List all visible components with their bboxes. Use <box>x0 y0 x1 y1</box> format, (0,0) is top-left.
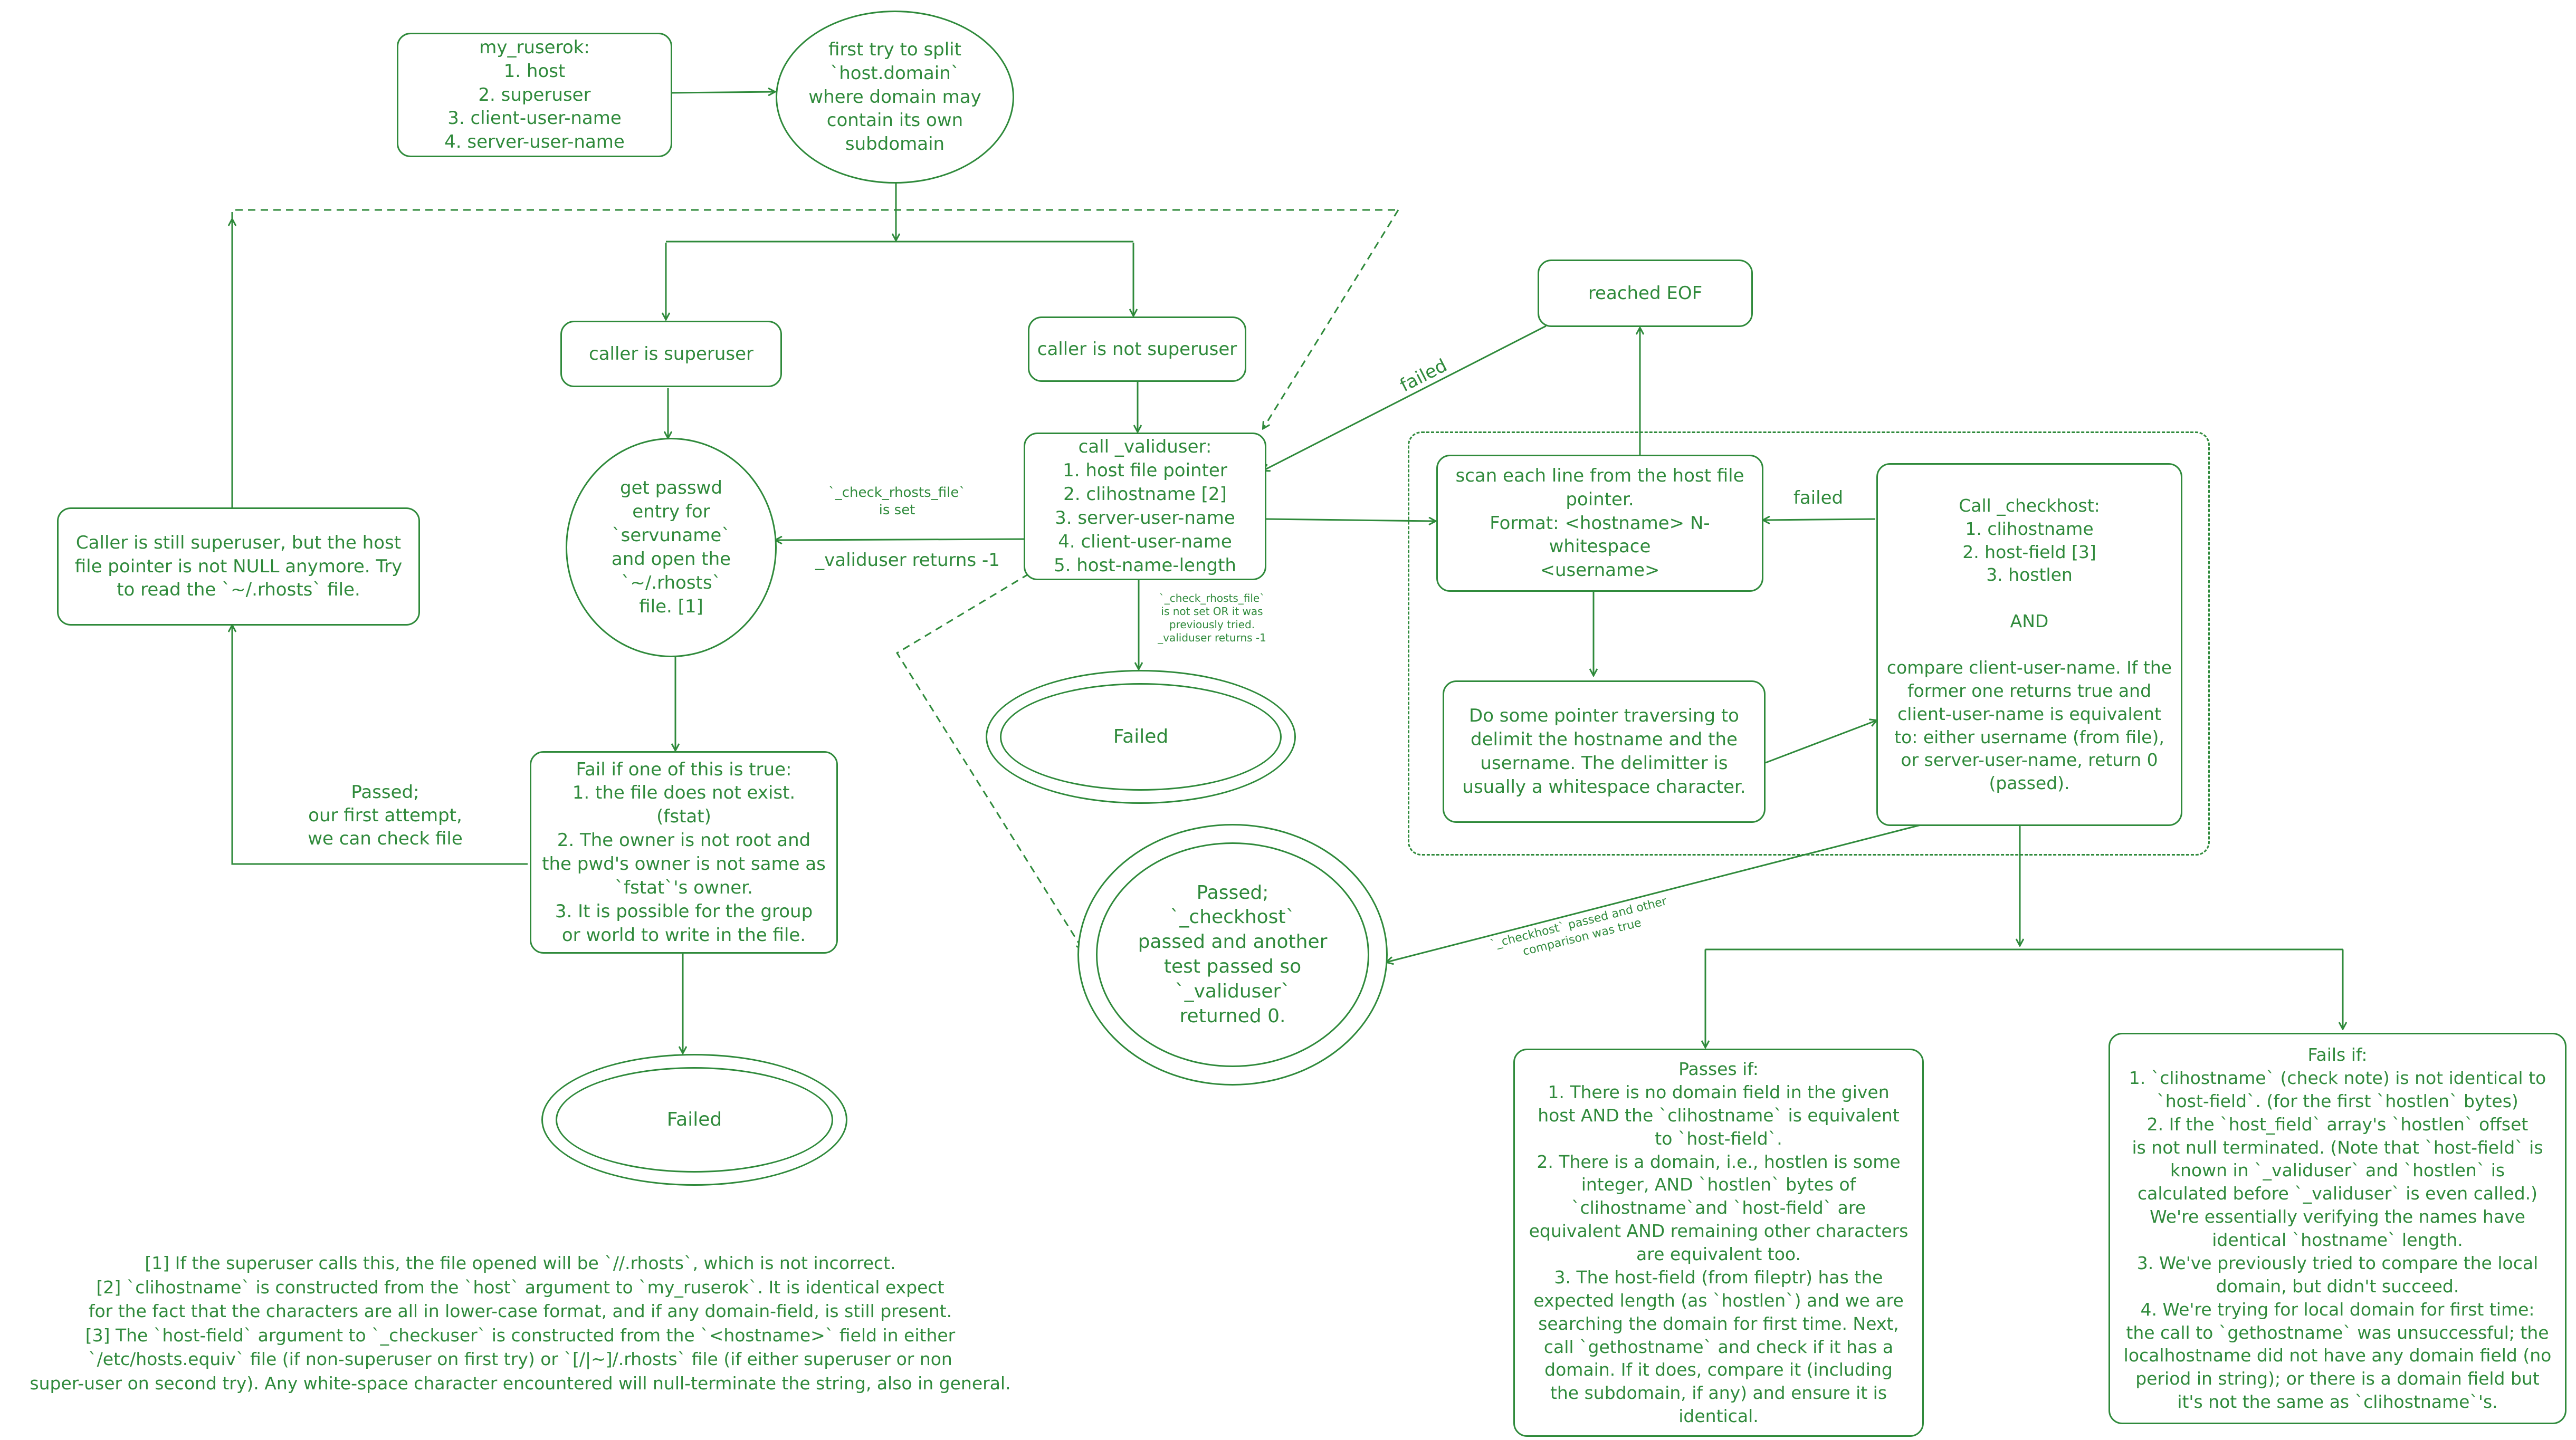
label-check-rhosts-set: `_check_rhosts_file` is set <box>828 485 966 518</box>
pointer-traverse-text: Do some pointer traversing to delimit th… <box>1462 705 1746 798</box>
dashed-loop-top <box>231 209 1398 219</box>
my-ruserok-node: my_ruserok: 1. host 2. superuser 3. clie… <box>397 33 672 157</box>
still-superuser-node: Caller is still superuser, but the host … <box>57 507 420 626</box>
label-check-rhosts-not-set: `_check_rhosts_file` is not set OR it wa… <box>1158 592 1266 644</box>
passed-text: Passed; `_checkhost` passed and another … <box>1138 881 1328 1027</box>
edge-eof-to-validuser <box>1263 325 1547 471</box>
label-passed-first-attempt: Passed; our first attempt, we can check … <box>308 782 463 850</box>
scan-lines-text: scan each line from the host file pointe… <box>1455 465 1744 581</box>
passed-inner: Passed; `_checkhost` passed and another … <box>1096 842 1369 1067</box>
call-checkhost-text: Call _checkhost: 1. clihostname 2. host-… <box>1886 495 2172 794</box>
passed-node: Passed; `_checkhost` passed and another … <box>1077 824 1388 1086</box>
label-validuser-returns: _validuser returns -1 <box>815 550 1000 571</box>
fails-if-node: Fails if: 1. `clihostname` (check note) … <box>2108 1033 2567 1424</box>
label-failed-checkhost: failed <box>1793 487 1844 508</box>
failed-bottom-inner: Failed <box>556 1067 833 1173</box>
edge-ruserok-to-split <box>671 92 775 93</box>
edge-pointer-to-checkhost <box>1765 721 1876 764</box>
caller-not-superuser-node: caller is not superuser <box>1028 316 1246 382</box>
caller-not-superuser-text: caller is not superuser <box>1037 338 1237 360</box>
failed-bottom-node: Failed <box>541 1054 847 1186</box>
edge-validuser-to-passwd <box>776 539 1024 540</box>
footnotes: [1] If the superuser calls this, the fil… <box>30 1253 1011 1394</box>
edge-checkhost-to-passed <box>1387 824 1921 962</box>
passes-if-text: Passes if: 1. There is no domain field i… <box>1529 1059 1909 1427</box>
caller-is-superuser-text: caller is superuser <box>589 343 753 364</box>
get-passwd-text: get passwd entry for `servuname` and ope… <box>611 477 731 617</box>
get-passwd-node: get passwd entry for `servuname` and ope… <box>566 438 777 657</box>
reached-eof-node: reached EOF <box>1538 260 1753 327</box>
pointer-traverse-node: Do some pointer traversing to delimit th… <box>1443 680 1766 823</box>
fail-if-node: Fail if one of this is true: 1. the file… <box>530 751 838 954</box>
fail-if-text: Fail if one of this is true: 1. the file… <box>542 759 826 946</box>
fails-if-text: Fails if: 1. `clihostname` (check note) … <box>2123 1044 2552 1413</box>
edge-validuser-to-scan <box>1266 519 1435 521</box>
failed-validuser-text: Failed <box>1113 725 1169 747</box>
split-host-domain-text: first try to split `host.domain` where d… <box>808 39 981 155</box>
caller-is-superuser-node: caller is superuser <box>560 321 782 387</box>
edge-checkhost-to-scan <box>1763 519 1876 520</box>
call-validuser-node: call _validuser: 1. host file pointer 2.… <box>1024 433 1266 580</box>
scan-loop-group <box>1408 431 2210 856</box>
still-superuser-text: Caller is still superuser, but the host … <box>74 532 403 601</box>
my-ruserok-text: my_ruserok: 1. host 2. superuser 3. clie… <box>444 36 625 153</box>
edge-failif-to-still-super <box>232 626 528 865</box>
scan-lines-node: scan each line from the host file pointe… <box>1436 455 1763 592</box>
failed-bottom-text: Failed <box>666 1108 722 1130</box>
failed-validuser-node: Failed <box>986 670 1296 804</box>
split-host-domain-node: first try to split `host.domain` where d… <box>776 11 1014 184</box>
call-checkhost-node: Call _checkhost: 1. clihostname 2. host-… <box>1876 463 2182 826</box>
reached-eof-text: reached EOF <box>1588 282 1703 304</box>
failed-validuser-inner: Failed <box>1000 683 1282 791</box>
dashed-validuser-to-passed <box>895 573 1083 949</box>
dashed-loop-down <box>1263 209 1399 428</box>
passes-if-node: Passes if: 1. There is no domain field i… <box>1513 1049 1924 1437</box>
call-validuser-text: call _validuser: 1. host file pointer 2.… <box>1054 436 1236 576</box>
